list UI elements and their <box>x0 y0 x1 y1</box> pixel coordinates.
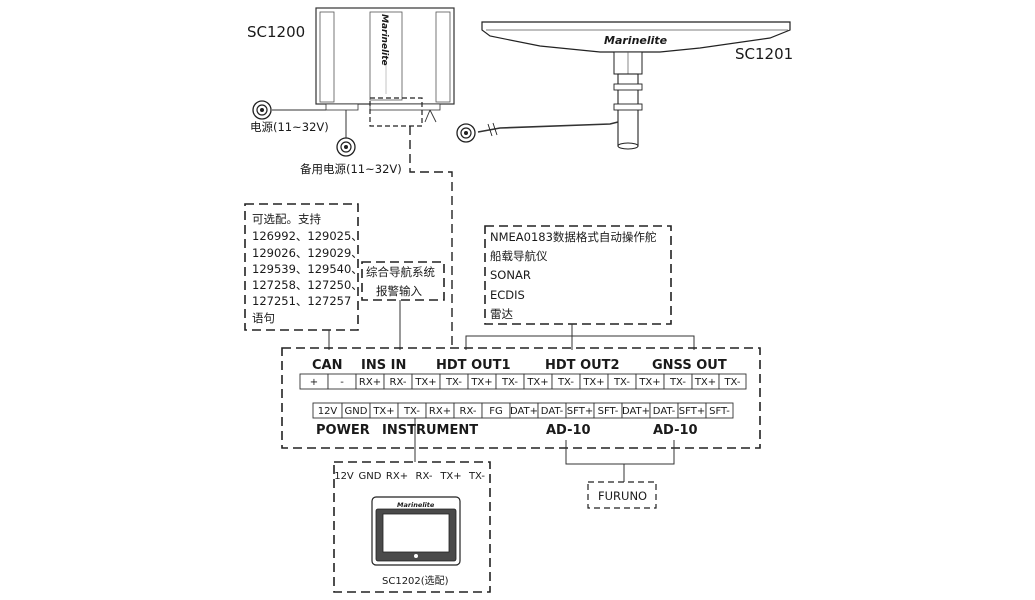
top-pin-label: TX- <box>723 377 740 388</box>
bottom-pin-label: TX- <box>403 406 420 417</box>
top-pin-label: TX+ <box>526 377 548 388</box>
header-hdt-out2: HDT OUT2 <box>545 358 620 373</box>
bottom-pin-label: SFT+ <box>567 406 593 417</box>
display-pin-label: TX- <box>468 471 485 482</box>
display-pin-label: TX+ <box>439 471 461 482</box>
furuno-label: FURUNO <box>598 489 647 503</box>
sc1202-display: Marinelite <box>371 496 461 566</box>
svg-text:语句: 语句 <box>252 311 275 325</box>
svg-text:NMEA0183数据格式自动操作舵: NMEA0183数据格式自动操作舵 <box>490 230 657 244</box>
display-pin-row: 12V GND RX+ RX- TX+ TX- <box>334 471 485 482</box>
bottom-pin-label: 12V <box>318 406 338 417</box>
display-pin-label: GND <box>359 471 382 482</box>
top-pin-label: + <box>310 377 318 388</box>
sc1202-frame <box>333 461 491 593</box>
svg-text:126992、129025、: 126992、129025、 <box>252 229 363 243</box>
can-optional-text: 可选配。支持 126992、129025、 129026、129029、 129… <box>252 212 363 325</box>
nmea-devices-text: NMEA0183数据格式自动操作舵 船载导航仪 SONAR ECDIS 雷达 <box>490 230 657 321</box>
svg-text:129539、129540、: 129539、129540、 <box>252 262 363 276</box>
top-pin-label: TX+ <box>582 377 604 388</box>
bottom-pin-cell <box>705 402 734 419</box>
bottom-pin-label: RX+ <box>429 406 451 417</box>
sc1201-label: SC1201 <box>735 45 793 63</box>
bottom-pin-label: RX- <box>460 406 477 417</box>
bottom-pin-label: SFT- <box>709 406 730 417</box>
ins-box-line-2: 报警输入 <box>376 284 422 298</box>
terminal-block-frame <box>281 347 761 449</box>
sc1200-unit: Marinelite <box>315 7 455 123</box>
top-pin-cell <box>718 373 747 390</box>
sc1201-antenna: Marinelite <box>481 21 791 150</box>
svg-text:船载导航仪: 船载导航仪 <box>490 249 548 263</box>
top-pin-label: TX+ <box>638 377 660 388</box>
sc1202-label: SC1202(选配) <box>382 574 449 587</box>
backup-power-connector-icon <box>336 137 356 157</box>
power-connector-icon <box>252 100 272 120</box>
ins-alarm-box <box>361 261 445 301</box>
header-can: CAN <box>312 358 342 373</box>
top-pin-label: RX+ <box>359 377 381 388</box>
header-gnss-out: GNSS OUT <box>652 358 727 373</box>
display-pin-label: 12V <box>334 471 354 482</box>
svg-text:SONAR: SONAR <box>490 268 531 282</box>
antenna-cable-connector-icon <box>456 122 498 143</box>
display-pin-label: RX+ <box>386 471 408 482</box>
svg-text:雷达: 雷达 <box>490 307 513 321</box>
header-hdt-out1: HDT OUT1 <box>436 358 511 373</box>
bottom-pin-label: DAT- <box>541 406 564 417</box>
top-pin-label: TX- <box>557 377 574 388</box>
bottom-pin-label: SFT+ <box>679 406 705 417</box>
svg-text:129026、129029、: 129026、129029、 <box>252 246 363 260</box>
backup-power-label: 备用电源(11~32V) <box>300 162 402 176</box>
top-pin-label: TX- <box>613 377 630 388</box>
bottom-pin-label: GND <box>345 406 368 417</box>
sc1201-brand: Marinelite <box>604 34 668 47</box>
svg-text:127251、127257: 127251、127257 <box>252 294 351 308</box>
display-pin-label: RX- <box>416 471 433 482</box>
sc1200-brand: Marinelite <box>379 14 389 66</box>
top-pin-label: TX- <box>501 377 518 388</box>
bottom-pin-label: TX+ <box>372 406 394 417</box>
top-headers: CAN INS IN HDT OUT1 HDT OUT2 GNSS OUT <box>312 358 727 373</box>
furuno-box <box>587 481 657 509</box>
svg-text:可选配。支持: 可选配。支持 <box>252 212 321 226</box>
top-pin-label: - <box>340 377 344 388</box>
top-pin-label: TX+ <box>694 377 716 388</box>
nmea-devices-box <box>484 225 672 325</box>
top-pin-label: TX- <box>445 377 462 388</box>
top-pin-label: RX- <box>390 377 407 388</box>
bottom-headers: POWER INSTRUMENT AD-10 AD-10 <box>316 423 698 438</box>
sc1200-label: SC1200 <box>247 23 305 41</box>
bottom-pin-label: SFT- <box>598 406 619 417</box>
header-ins-in: INS IN <box>361 358 406 373</box>
bottom-pin-label: FG <box>489 406 503 417</box>
ins-box-line-1: 综合导航系统 <box>366 265 435 279</box>
top-pin-label: TX+ <box>470 377 492 388</box>
svg-text:ECDIS: ECDIS <box>490 288 525 302</box>
sc1202-brand: Marinelite <box>397 501 435 509</box>
top-pin-row: + - RX+ RX- TX+ TX- TX+ TX- TX+ TX- TX+ TX- TX+ TX- TX… <box>299 373 747 390</box>
bottom-pin-label: DAT- <box>653 406 676 417</box>
bottom-pin-label: DAT+ <box>510 406 538 417</box>
can-optional-box <box>244 203 359 331</box>
header-power: POWER <box>316 423 370 438</box>
header-ad10-a: AD-10 <box>546 423 591 438</box>
top-pin-label: TX- <box>669 377 686 388</box>
main-power-label: 电源(11~32V) <box>250 120 329 134</box>
header-instrument: INSTRUMENT <box>382 423 478 438</box>
bottom-pin-label: DAT+ <box>622 406 650 417</box>
header-ad10-b: AD-10 <box>653 423 698 438</box>
top-pin-label: TX+ <box>414 377 436 388</box>
svg-text:127258、127250、: 127258、127250、 <box>252 278 363 292</box>
